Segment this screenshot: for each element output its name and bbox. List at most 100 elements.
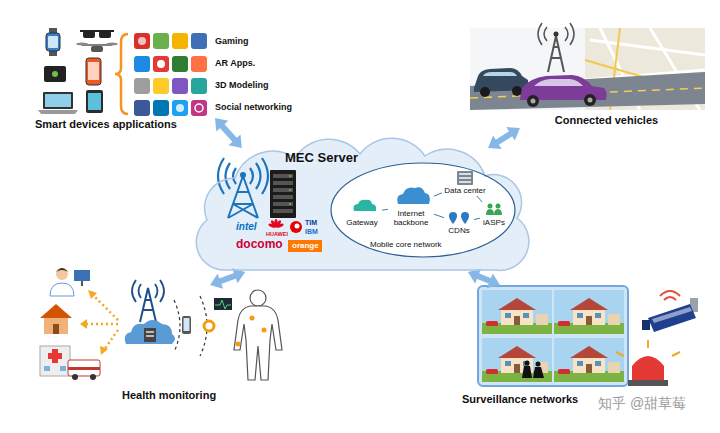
surveillance-scene bbox=[536, 362, 541, 367]
core-network-icons bbox=[459, 173, 471, 175]
server-rack bbox=[270, 170, 296, 218]
node-label: CDNs bbox=[448, 226, 469, 236]
vehicle-scene bbox=[548, 36, 564, 72]
health-scene bbox=[68, 360, 100, 376]
smart-device-icons bbox=[99, 31, 111, 38]
smart-device-icons bbox=[38, 110, 78, 114]
tower-icon bbox=[240, 172, 246, 178]
oval-outline bbox=[331, 163, 515, 257]
health-scene bbox=[214, 298, 232, 310]
surveillance-scene bbox=[554, 290, 624, 334]
health-scene bbox=[146, 331, 154, 333]
smart-device-icons bbox=[45, 94, 71, 107]
connector-line bbox=[497, 133, 512, 142]
app-icons bbox=[191, 33, 207, 49]
app-icons bbox=[153, 100, 169, 116]
smart-device-icons bbox=[86, 58, 101, 85]
cloud-fill bbox=[196, 138, 529, 270]
surveillance-scene bbox=[652, 307, 692, 323]
connector-line bbox=[382, 209, 388, 211]
server-rack bbox=[289, 203, 291, 205]
server-rack bbox=[273, 209, 293, 213]
core-network-icons bbox=[457, 171, 473, 185]
app-icons bbox=[172, 56, 188, 72]
health-scene bbox=[56, 268, 68, 272]
link-line bbox=[477, 196, 482, 202]
vehicle-scene bbox=[470, 28, 705, 110]
app-icons bbox=[191, 56, 207, 72]
operator-logos bbox=[295, 224, 300, 229]
app-icons bbox=[191, 78, 207, 94]
surveillance-scene bbox=[554, 338, 624, 382]
health-scene bbox=[80, 319, 87, 329]
health-scene bbox=[86, 294, 118, 350]
health-scene bbox=[144, 328, 156, 342]
connector-line bbox=[477, 276, 490, 281]
link-line bbox=[434, 193, 442, 196]
app-icons bbox=[134, 33, 150, 49]
smart-device-icons bbox=[88, 62, 99, 80]
app-icons bbox=[153, 33, 169, 49]
smart-device-icons bbox=[43, 92, 73, 109]
cloud-outline bbox=[195, 148, 525, 272]
server-rack bbox=[273, 174, 293, 178]
surveillance-scene bbox=[616, 340, 680, 356]
health-scene bbox=[44, 366, 50, 371]
app-icons bbox=[191, 100, 207, 116]
vehicle-scene bbox=[483, 72, 517, 76]
health-scene bbox=[40, 346, 70, 376]
connector-line bbox=[434, 214, 444, 218]
datacenter-node: Data center bbox=[442, 170, 488, 196]
health-scene bbox=[53, 324, 59, 334]
arrow-head bbox=[488, 135, 502, 149]
app-icons bbox=[172, 33, 188, 49]
health-scene bbox=[234, 306, 282, 380]
app-category: Social networking bbox=[215, 102, 292, 113]
smart-device-icons bbox=[86, 90, 103, 113]
app-category: 3D Modeling bbox=[215, 80, 269, 91]
surveillance-panel: Surveillance networks bbox=[460, 285, 705, 412]
health-scene bbox=[140, 288, 156, 322]
vehicle-scene bbox=[531, 99, 536, 104]
connector-line bbox=[474, 218, 480, 219]
surveillance-scene bbox=[660, 291, 680, 300]
smart-device-icons bbox=[48, 36, 58, 48]
smart-device-icons bbox=[83, 31, 95, 38]
cloud-outline bbox=[196, 138, 529, 270]
arrow-head bbox=[210, 274, 223, 289]
surveillance-scene bbox=[632, 356, 664, 380]
vehicle-scene bbox=[534, 79, 583, 86]
health-scene bbox=[125, 320, 175, 344]
operator-logos bbox=[275, 223, 284, 229]
panel-caption: Surveillance networks bbox=[462, 393, 578, 406]
connector-line bbox=[222, 125, 236, 140]
app-icons bbox=[134, 56, 150, 72]
app-category: Gaming bbox=[215, 36, 249, 47]
vehicle-scene bbox=[584, 94, 596, 106]
double-arrow bbox=[210, 268, 245, 288]
health-scene bbox=[60, 366, 66, 371]
tower-icon bbox=[228, 176, 258, 218]
oval-label: Mobile core network bbox=[370, 240, 442, 250]
node-label: iASPs bbox=[483, 218, 505, 228]
health-scene bbox=[182, 316, 191, 334]
app-icons bbox=[176, 104, 184, 112]
health-scene bbox=[90, 374, 96, 380]
health-scene bbox=[262, 328, 267, 333]
operator-logos bbox=[268, 223, 277, 229]
smart-device-icons bbox=[88, 93, 101, 110]
core-network-icons bbox=[459, 177, 471, 179]
health-scene bbox=[81, 281, 83, 286]
surveillance-scene bbox=[642, 320, 650, 330]
arrow-head bbox=[506, 127, 520, 141]
app-icons bbox=[138, 37, 146, 45]
gateway-node: Gateway bbox=[342, 198, 382, 228]
core-network-icons bbox=[461, 212, 469, 224]
double-arrow bbox=[215, 118, 242, 148]
link-line bbox=[474, 218, 480, 219]
vehicle-panel: Connected vehicles bbox=[468, 24, 705, 128]
panel-caption: Connected vehicles bbox=[555, 114, 658, 127]
health-scene bbox=[146, 335, 154, 337]
logo-text: intel bbox=[236, 221, 257, 233]
